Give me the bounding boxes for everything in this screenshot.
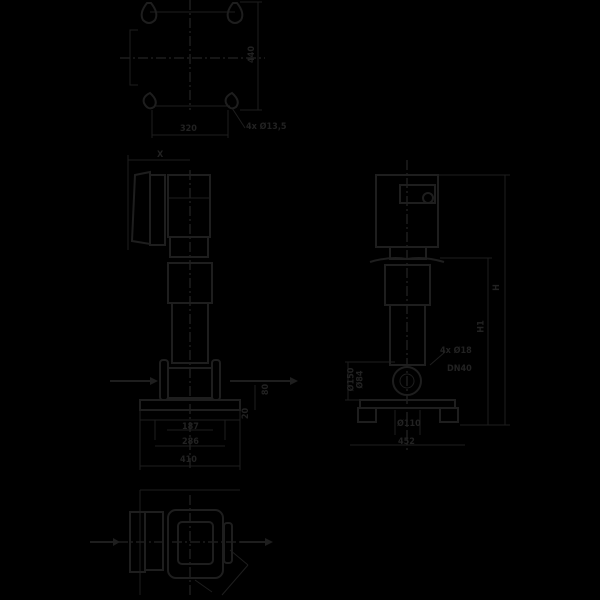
- base-depth-dim: 440: [246, 46, 257, 63]
- side-width-dim: 452: [398, 437, 415, 447]
- base-holes-label: 4x Ø13,5: [246, 122, 287, 132]
- front-dim-middle: 286: [182, 437, 199, 447]
- side-height-flange: H1: [476, 320, 487, 333]
- front-view: [110, 155, 298, 470]
- side-flange-pitch: Ø84: [355, 370, 366, 389]
- base-plate-view: [120, 0, 265, 138]
- side-nominal-diameter: DN40: [447, 364, 472, 374]
- motor-dim-x: X: [157, 150, 164, 160]
- base-width-dim: 320: [180, 124, 197, 134]
- side-height-total: H: [491, 284, 502, 291]
- front-flange-height: 80: [261, 383, 272, 396]
- front-dim-inner: 187: [182, 422, 199, 432]
- side-view: [345, 160, 510, 450]
- side-flange-holes: 4x Ø18: [440, 346, 472, 356]
- side-base-dim: Ø110: [397, 419, 421, 429]
- front-base-height: 20: [241, 407, 252, 420]
- front-dim-outer: 410: [180, 455, 197, 465]
- pump-top-view: [90, 489, 273, 598]
